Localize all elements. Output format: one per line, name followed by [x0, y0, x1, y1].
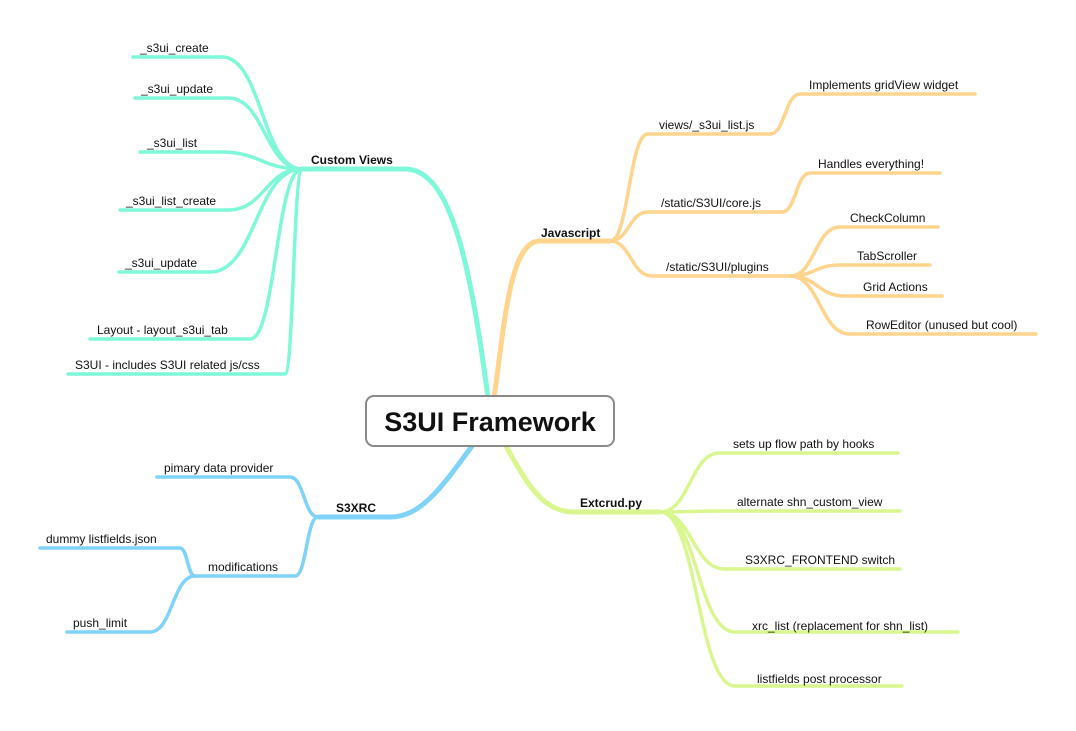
node-js-2[interactable]: /static/S3UI/plugins: [666, 260, 769, 274]
node-js-1-0[interactable]: Handles everything!: [818, 157, 924, 171]
node-cv-0[interactable]: _s3ui_create: [139, 41, 209, 55]
node-js-2-1[interactable]: TabScroller: [857, 249, 917, 263]
node-js-2-0[interactable]: CheckColumn: [850, 211, 925, 225]
edge-cv-4: [117, 167, 304, 274]
edge-s3xrc-1: [193, 515, 320, 578]
edge-js-2: [608, 239, 792, 278]
edge-cv-6: [66, 167, 304, 376]
node-extcrud[interactable]: Extcrud.py: [580, 496, 642, 510]
edge-ext-3: [658, 510, 960, 634]
node-javascript[interactable]: Javascript: [541, 226, 600, 240]
node-custom-views[interactable]: Custom Views: [311, 153, 393, 167]
edge-s3xrc-1-0: [38, 546, 197, 578]
node-js-2-2[interactable]: Grid Actions: [863, 280, 928, 294]
node-s3xrc-1-0[interactable]: dummy listfields.json: [46, 532, 157, 546]
edge-s3xrc-0: [155, 475, 320, 519]
node-cv-1[interactable]: _s3ui_update: [140, 82, 213, 96]
node-ext-3[interactable]: xrc_list (replacement for shn_list): [752, 619, 928, 633]
node-ext-1[interactable]: alternate shn_custom_view: [737, 495, 883, 509]
edge-js-0: [608, 132, 772, 243]
edge-root-s3xrc: [315, 443, 475, 520]
edge-js-2-3: [788, 274, 1038, 336]
edge-js-0-0: [768, 92, 977, 136]
edge-root-custom-views: [299, 166, 491, 401]
root-node[interactable]: [365, 395, 615, 447]
node-js-0-0[interactable]: Implements gridView widget: [809, 78, 959, 92]
node-cv-5[interactable]: Layout - layout_s3ui_tab: [97, 323, 228, 337]
edge-ext-0: [658, 451, 900, 514]
node-cv-2[interactable]: _s3ui_list: [146, 136, 198, 150]
node-ext-2[interactable]: S3XRC_FRONTEND switch: [745, 553, 895, 567]
node-js-1[interactable]: /static/S3UI/core.js: [661, 196, 761, 210]
edge-js-2-1: [788, 263, 932, 278]
node-cv-6[interactable]: S3UI - includes S3UI related js/css: [75, 358, 260, 372]
node-s3xrc-1[interactable]: modifications: [208, 560, 278, 574]
node-s3xrc-0[interactable]: pimary data provider: [164, 461, 273, 475]
node-cv-3[interactable]: _s3ui_list_create: [125, 194, 216, 208]
node-ext-0[interactable]: sets up flow path by hooks: [733, 437, 874, 451]
edge-root-javascript: [491, 238, 613, 401]
edge-cv-1: [133, 96, 304, 171]
edge-s3xrc-1-1: [65, 574, 197, 634]
edge-root-extcrud: [503, 443, 663, 515]
node-js-2-3[interactable]: RowEditor (unused but cool): [866, 318, 1017, 332]
root-label: S3UI Framework: [384, 407, 597, 437]
node-ext-4[interactable]: listfields post processor: [757, 672, 882, 686]
edge-cv-2: [138, 150, 304, 171]
node-s3xrc-1-1[interactable]: push_limit: [73, 616, 128, 630]
node-s3xrc[interactable]: S3XRC: [336, 501, 376, 515]
edge-js-1-0: [780, 171, 942, 214]
edge-js-1: [608, 210, 784, 243]
node-cv-4[interactable]: _s3ui_update: [124, 256, 197, 270]
edge-ext-4: [658, 510, 904, 688]
edge-cv-5: [88, 167, 304, 341]
edge-ext-1: [658, 509, 902, 514]
node-js-0[interactable]: views/_s3ui_list.js: [659, 118, 754, 132]
